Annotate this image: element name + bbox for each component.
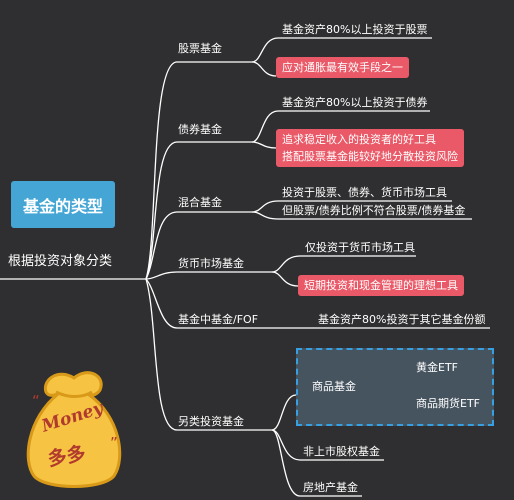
bond-fund-highlight: 追求稳定收入的投资者的好工具 搭配股票基金能较好地分散投资风险	[276, 129, 464, 167]
real-estate-fund: 房地产基金	[303, 481, 358, 494]
commodity-futures-etf: 商品期货ETF	[416, 397, 480, 410]
mixed-fund-desc-1: 投资于股票、债券、货币市场工具	[282, 186, 447, 199]
stock-fund-desc: 基金资产80%以上投资于股票	[282, 23, 428, 36]
money-market-highlight: 短期投资和现金管理的理想工具	[298, 275, 464, 296]
sticker-quote-close: ”	[110, 434, 118, 452]
gold-etf: 黄金ETF	[416, 361, 458, 374]
category-alternative-fund: 另类投资基金	[178, 415, 244, 428]
commodity-fund-group	[296, 348, 494, 426]
bond-highlight-line-2: 搭配股票基金能较好地分散投资风险	[282, 150, 458, 163]
category-bond-fund: 债券基金	[178, 123, 222, 136]
money-bag-icon: Money “ ” 多多	[26, 371, 122, 488]
sticker-quote-open: “	[32, 392, 40, 410]
fof-desc: 基金资产80%投资于其它基金份额	[318, 313, 486, 326]
category-money-market-fund: 货币市场基金	[178, 257, 244, 270]
commodity-fund: 商品基金	[312, 380, 356, 393]
money-market-desc: 仅投资于货币市场工具	[305, 241, 415, 254]
classification-basis: 根据投资对象分类	[8, 254, 113, 269]
root-node: 基金的类型	[11, 181, 115, 228]
category-mixed-fund: 混合基金	[178, 196, 222, 209]
bond-fund-desc: 基金资产80%以上投资于债券	[282, 96, 428, 109]
unlisted-equity-fund: 非上市股权基金	[303, 445, 380, 458]
category-stock-fund: 股票基金	[178, 42, 222, 55]
bond-highlight-line-1: 追求稳定收入的投资者的好工具	[282, 133, 436, 146]
category-fof: 基金中基金/FOF	[178, 313, 259, 326]
stock-fund-highlight: 应对通胀最有效手段之一	[276, 57, 409, 78]
mixed-fund-desc-2: 但股票/债券比例不符合股票/债券基金	[282, 204, 466, 217]
